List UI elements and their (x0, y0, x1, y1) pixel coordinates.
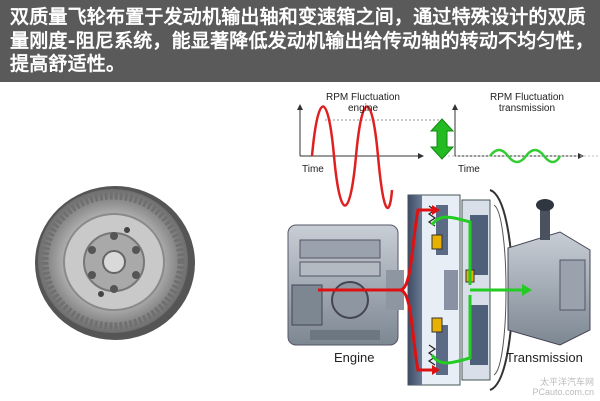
transmission-wave-title-line1: RPM Fluctuation (490, 92, 564, 103)
amplitude-reduction-arrow (429, 118, 455, 160)
engine-power-flow-arrow (318, 205, 440, 375)
flywheel-image (35, 186, 195, 340)
watermark-line1: 太平洋汽车网 (539, 377, 594, 387)
transmission-illustration (507, 199, 591, 346)
engine-rpm-wave (310, 105, 394, 210)
time-label-right: Time (458, 164, 480, 175)
engine-label: Engine (334, 350, 375, 365)
engine-wave-title: RPM Fluctuation engine (318, 92, 408, 114)
engine-wave-title-line2: engine (347, 103, 379, 114)
transmission-power-flow-arrow (430, 215, 532, 365)
engine-illustration (287, 224, 404, 346)
engine-wave-title-line1: RPM Fluctuation (326, 92, 400, 103)
engine-axis (297, 104, 424, 159)
transmission-wave-title: RPM Fluctuation transmission (477, 92, 577, 114)
transmission-wave-title-line2: transmission (498, 103, 556, 114)
watermark-line2: PCauto.com.cn (532, 387, 594, 397)
transmission-label: Transmission (506, 350, 583, 365)
title-banner: 双质量飞轮布置于发动机输出轴和变速箱之间，通过特殊设计的双质量刚度-阻尼系统，能… (0, 0, 600, 82)
banner-text: 双质量飞轮布置于发动机输出轴和变速箱之间，通过特殊设计的双质量刚度-阻尼系统，能… (10, 6, 595, 75)
time-label-left: Time (302, 164, 324, 175)
watermark: 太平洋汽车网 PCauto.com.cn (532, 377, 594, 397)
transmission-rpm-wave (489, 148, 562, 164)
